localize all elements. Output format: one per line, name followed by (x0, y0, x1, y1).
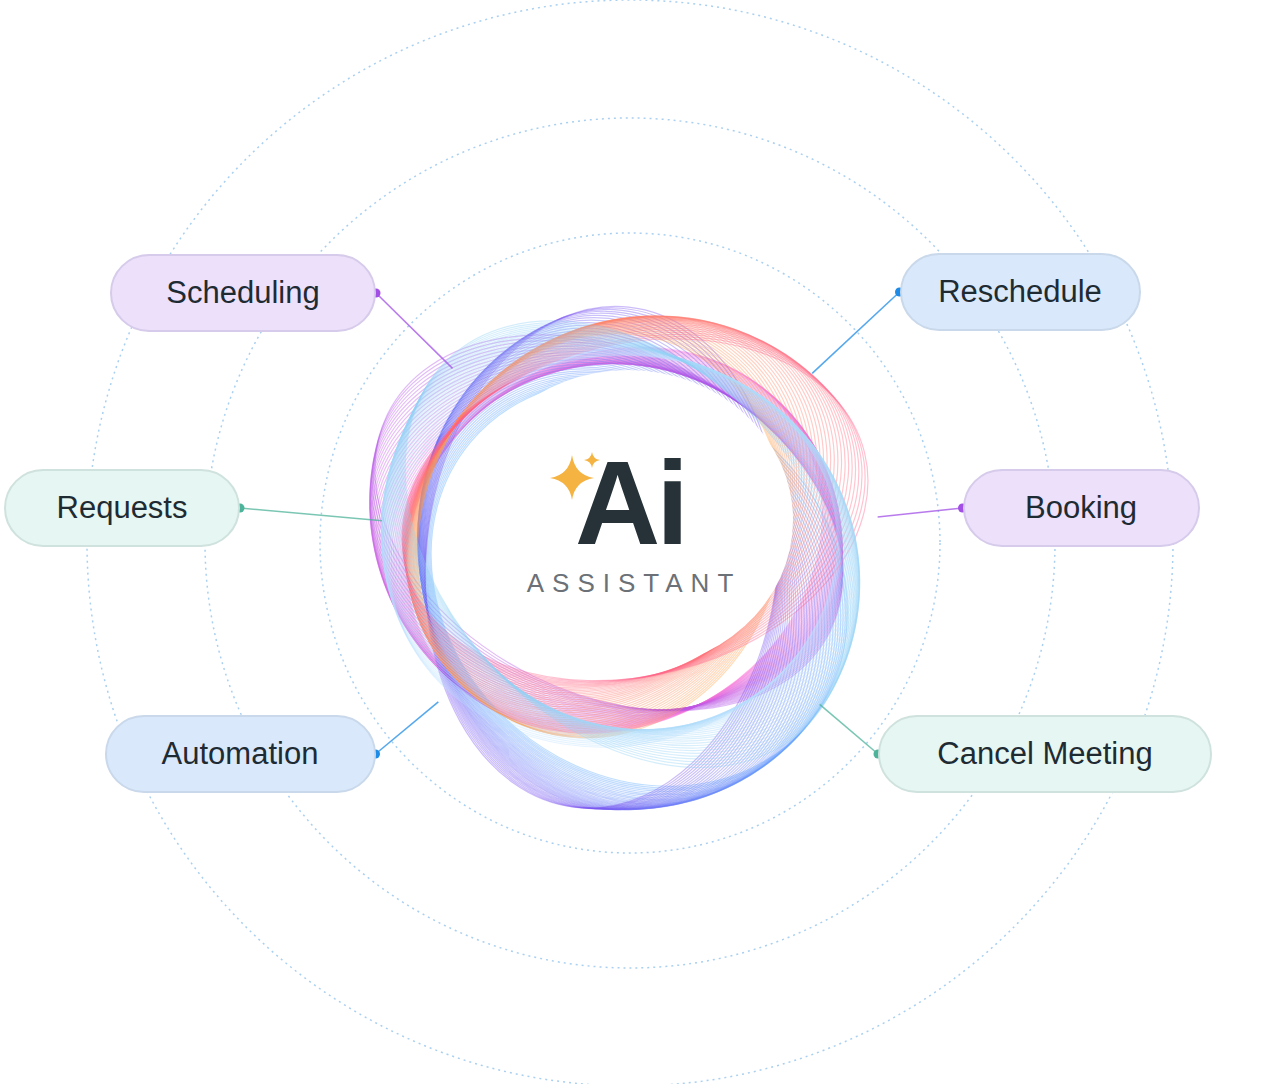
connector-group (371, 702, 438, 759)
logo-text: Ai (575, 444, 685, 562)
pill-label: Booking (1025, 490, 1137, 526)
ribbon-stroke (342, 252, 904, 761)
ribbon-stroke (317, 234, 934, 854)
ribbon-stroke (341, 293, 921, 878)
connector-line (812, 292, 899, 373)
connector-group (812, 288, 904, 374)
orbit-ring (205, 118, 1055, 968)
ribbon-stroke (339, 292, 908, 880)
ribbon-stroke (364, 329, 860, 768)
feature-pill: Reschedule (900, 253, 1141, 331)
ribbon-stroke (316, 242, 938, 841)
connector-line (376, 293, 453, 368)
ribbon-stroke (336, 243, 901, 771)
connector-group (372, 289, 453, 369)
ribbon-stroke (316, 237, 937, 850)
ribbon-stroke (334, 241, 899, 774)
feature-pill: Cancel Meeting (878, 715, 1212, 793)
ribbon-stroke (373, 339, 856, 745)
pill-label: Cancel Meeting (937, 736, 1152, 772)
ribbon-stroke (335, 286, 905, 788)
feature-pill: Booking (963, 469, 1200, 547)
connector-group (878, 504, 967, 517)
swirl-ribbons (312, 234, 938, 880)
feature-pill: Scheduling (110, 254, 376, 332)
connector-line (878, 508, 963, 517)
ribbon-stroke (330, 277, 914, 797)
ribbon-stroke (316, 238, 938, 847)
pill-label: Automation (162, 736, 319, 772)
feature-pill: Automation (105, 715, 376, 793)
assistant-hub: AiASSISTANT (375, 288, 885, 798)
ribbon-stroke (332, 281, 910, 792)
connector-line (240, 508, 382, 521)
pill-label: Reschedule (938, 274, 1102, 310)
ribbon-stroke (325, 269, 921, 806)
connector-line (820, 704, 878, 754)
connector-line (376, 702, 439, 754)
ribbon-stroke (365, 291, 904, 728)
connector-group (820, 704, 883, 758)
pill-label: Requests (57, 490, 188, 526)
ribbon-stroke (317, 235, 936, 852)
feature-pill: Requests (4, 469, 240, 547)
inner-blob (463, 370, 793, 670)
pill-label: Scheduling (166, 275, 319, 311)
logo-subtitle: ASSISTANT (527, 568, 742, 599)
ribbon-stroke (332, 239, 897, 777)
ribbon-stroke (316, 240, 939, 844)
connector-group (236, 504, 382, 521)
